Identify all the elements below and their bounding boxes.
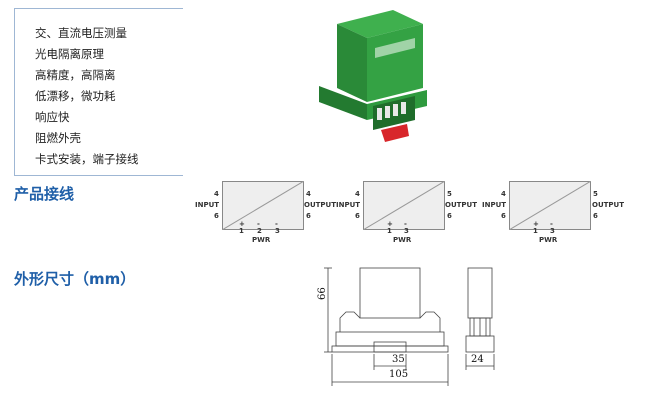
feature-item: 阻燃外壳 <box>35 131 81 145</box>
pwr-pin: 1 <box>387 227 392 235</box>
input-label: INPUT <box>482 201 507 209</box>
pin-label: 6 <box>214 212 219 220</box>
pin-label: 6 <box>355 212 360 220</box>
front-view-drawing <box>324 267 449 386</box>
feature-item: 交、直流电压测量 <box>35 26 127 40</box>
side-view-drawing <box>465 267 495 370</box>
pwr-pin: 2 <box>257 227 262 235</box>
pin-label: 4 <box>306 190 311 198</box>
module-block <box>222 181 304 230</box>
output-label: OUTPUT <box>304 201 336 209</box>
pin-label: 6 <box>306 212 311 220</box>
pin-label: 4 <box>214 190 219 198</box>
feature-item: 卡式安装，端子接线 <box>35 152 139 166</box>
pin-label: 4 <box>355 190 360 198</box>
feature-item: 高精度，高隔离 <box>35 68 116 82</box>
output-label: OUTPUT <box>445 201 477 209</box>
pwr-pin: 3 <box>404 227 409 235</box>
pwr-pin: 1 <box>239 227 244 235</box>
height-dimension: 66 <box>317 287 328 300</box>
pwr-pin: - <box>550 220 553 228</box>
pwr-pin: - <box>404 220 407 228</box>
pwr-pin: - <box>275 220 278 228</box>
pin-label: 4 <box>501 190 506 198</box>
pwr-label: PWR <box>252 236 271 244</box>
output-label: OUTPUT <box>592 201 624 209</box>
inner-width-dimension: 35 <box>392 354 405 365</box>
pin-label: 5 <box>593 190 598 198</box>
width-dimension: 105 <box>389 369 409 380</box>
pwr-label: PWR <box>539 236 558 244</box>
pwr-pin: - <box>257 220 260 228</box>
feature-item: 光电隔离原理 <box>35 47 104 61</box>
pwr-pin: 3 <box>275 227 280 235</box>
pwr-pin: 1 <box>533 227 538 235</box>
pin-label: 6 <box>447 212 452 220</box>
pin-label: 5 <box>447 190 452 198</box>
pin-label: 6 <box>593 212 598 220</box>
input-label: INPUT <box>336 201 361 209</box>
product-image <box>319 10 427 142</box>
pin-label: 6 <box>501 212 506 220</box>
pwr-pin: + <box>533 220 539 228</box>
pwr-pin: 3 <box>550 227 555 235</box>
pwr-pin: + <box>387 220 393 228</box>
depth-dimension: 24 <box>471 354 484 365</box>
pwr-pin: + <box>239 220 245 228</box>
input-label: INPUT <box>195 201 220 209</box>
module-block <box>363 181 445 230</box>
dimensions-section-title: 外形尺寸（mm） <box>14 270 136 288</box>
module-block <box>509 181 591 230</box>
pwr-label: PWR <box>393 236 412 244</box>
feature-item: 响应快 <box>35 110 70 124</box>
wiring-section-title: 产品接线 <box>14 185 75 203</box>
feature-item: 低漂移，微功耗 <box>35 89 116 103</box>
features-box: 交、直流电压测量 光电隔离原理 高精度，高隔离 低漂移，微功耗 响应快 阻燃外壳… <box>14 8 183 176</box>
